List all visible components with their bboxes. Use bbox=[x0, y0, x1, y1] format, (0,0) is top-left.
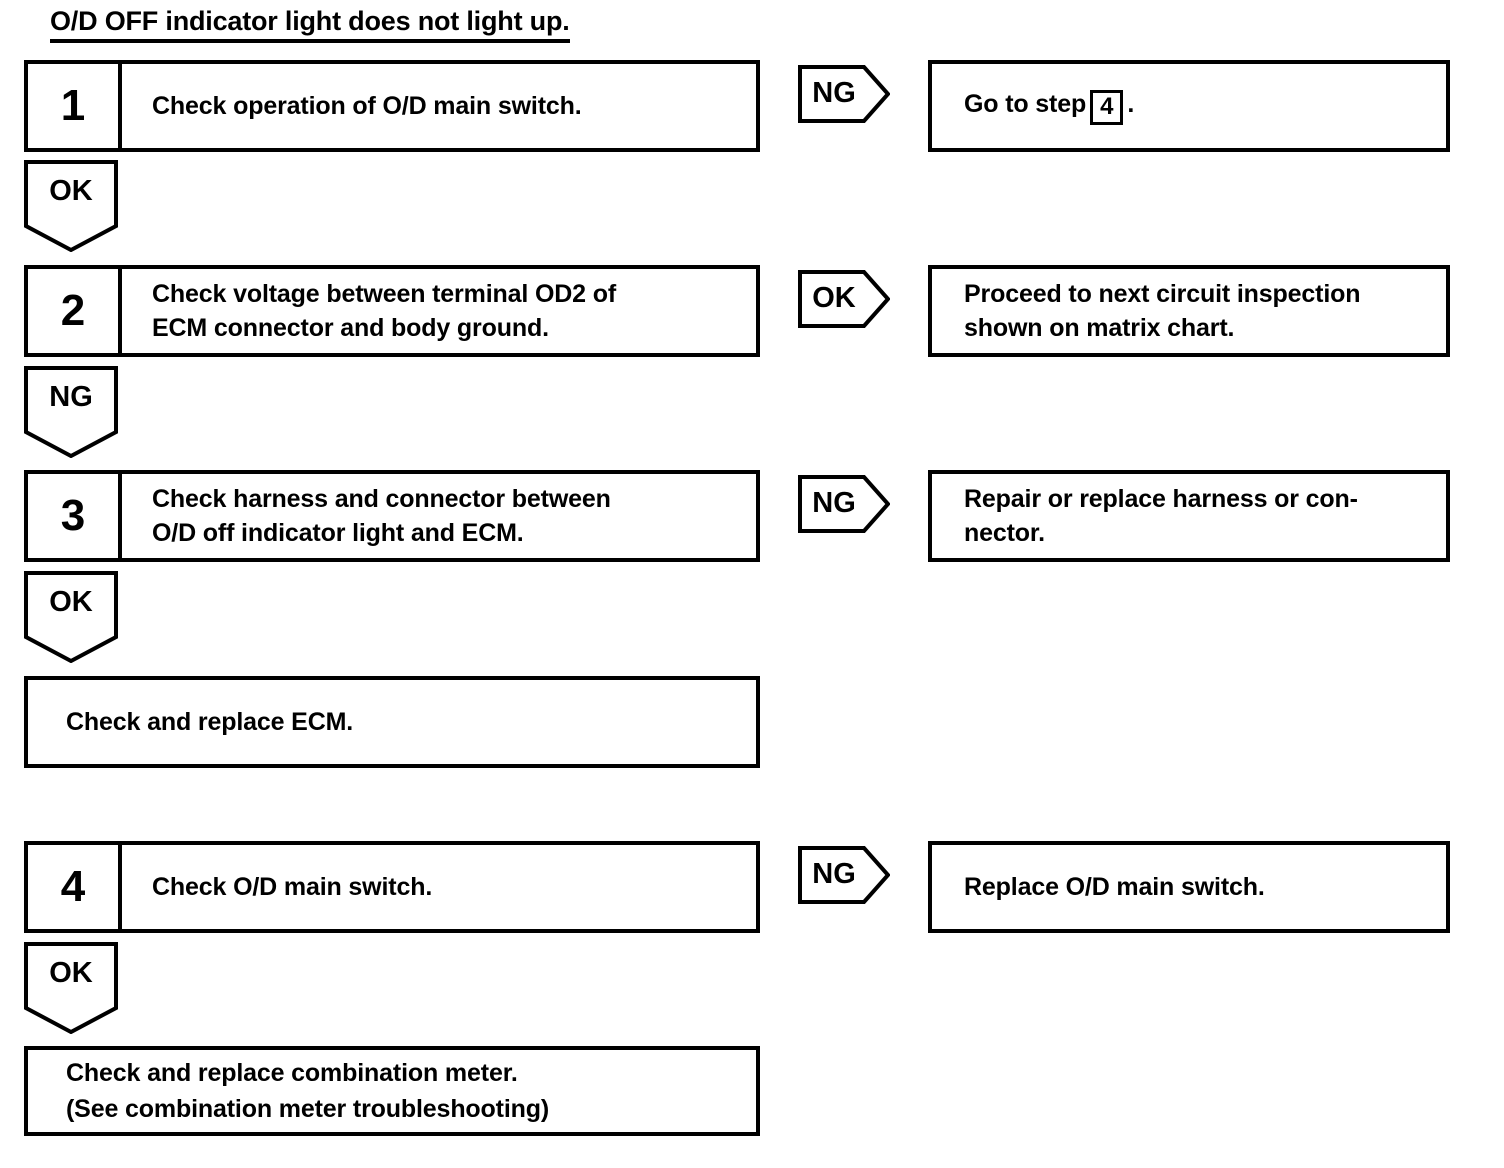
step-4-box: 4 Check O/D main switch. bbox=[24, 841, 760, 933]
step-4-branch-tag-label: NG bbox=[812, 858, 856, 890]
step-3-text-line-2: O/D off indicator light and ECM. bbox=[152, 519, 524, 547]
step-4-result-box: Replace O/D main switch. bbox=[928, 841, 1450, 933]
step-4-result-text: Replace O/D main switch. bbox=[964, 873, 1265, 901]
step-3-box: 3 Check harness and connector between O/… bbox=[24, 470, 760, 562]
terminal-ecm-box: Check and replace ECM. bbox=[24, 676, 760, 768]
step-2-result-line-1: Proceed to next circuit inspection bbox=[964, 280, 1361, 308]
terminal-ecm-text: Check and replace ECM. bbox=[66, 708, 354, 736]
step-2-result-line-2: shown on matrix chart. bbox=[964, 314, 1235, 342]
connector-step4-ok: OK bbox=[24, 942, 118, 1034]
step-4-number: 4 bbox=[28, 845, 122, 929]
step-3-result-line-1: Repair or replace harness or con- bbox=[964, 485, 1358, 513]
connector-step2-ng-label: NG bbox=[49, 381, 93, 413]
step-4-branch-tag: NG bbox=[798, 846, 890, 904]
step-1-box: 1 Check operation of O/D main switch. bbox=[24, 60, 760, 152]
connector-step4-ok-label: OK bbox=[49, 957, 93, 989]
step-4-text: Check O/D main switch. bbox=[152, 873, 433, 901]
step-3-text-line-1: Check harness and connector between bbox=[152, 485, 611, 513]
connector-step1-ok-label: OK bbox=[49, 175, 93, 207]
step-2-box: 2 Check voltage between terminal OD2 of … bbox=[24, 265, 760, 357]
step-3-number: 3 bbox=[28, 474, 122, 558]
step-1-branch-tag: NG bbox=[798, 65, 890, 123]
step-3-branch-tag: NG bbox=[798, 475, 890, 533]
step-2-text: Check voltage between terminal OD2 of EC… bbox=[122, 269, 756, 353]
step-3-result-line-2: nector. bbox=[964, 519, 1045, 547]
step-1-number: 1 bbox=[28, 64, 122, 148]
step-2-result-box: Proceed to next circuit inspection shown… bbox=[928, 265, 1450, 357]
terminal-combination-meter-text: Check and replace combination meter. (Se… bbox=[28, 1055, 561, 1127]
step-1-text: Check operation of O/D main switch. bbox=[152, 92, 582, 120]
terminal-combination-meter-line-2: (See combination meter troubleshooting) bbox=[66, 1095, 550, 1123]
terminal-combination-meter-line-1: Check and replace combination meter. bbox=[66, 1059, 518, 1087]
connector-step2-ng: NG bbox=[24, 366, 118, 458]
goto-step-period: . bbox=[1127, 90, 1135, 118]
terminal-combination-meter-box: Check and replace combination meter. (Se… bbox=[24, 1046, 760, 1136]
connector-step3-ok: OK bbox=[24, 571, 118, 663]
connector-step3-ok-label: OK bbox=[49, 586, 93, 618]
step-2-text-line-1: Check voltage between terminal OD2 of bbox=[152, 280, 617, 308]
step-2-result-text: Proceed to next circuit inspection shown… bbox=[932, 277, 1374, 345]
goto-step-label: Go to step bbox=[964, 90, 1087, 118]
step-3-text: Check harness and connector between O/D … bbox=[122, 474, 756, 558]
step-3-branch-tag-label: NG bbox=[812, 487, 856, 519]
step-3-result-text: Repair or replace harness or con- nector… bbox=[932, 482, 1372, 550]
step-2-branch-tag-label: OK bbox=[812, 282, 856, 314]
page-title: O/D OFF indicator light does not light u… bbox=[50, 6, 570, 43]
step-1-branch-tag-label: NG bbox=[812, 77, 856, 109]
goto-step-reference: 4 bbox=[1090, 90, 1124, 125]
step-2-text-line-2: ECM connector and body ground. bbox=[152, 314, 549, 342]
step-3-result-box: Repair or replace harness or con- nector… bbox=[928, 470, 1450, 562]
step-2-branch-tag: OK bbox=[798, 270, 890, 328]
step-2-number: 2 bbox=[28, 269, 122, 353]
connector-step1-ok: OK bbox=[24, 160, 118, 252]
